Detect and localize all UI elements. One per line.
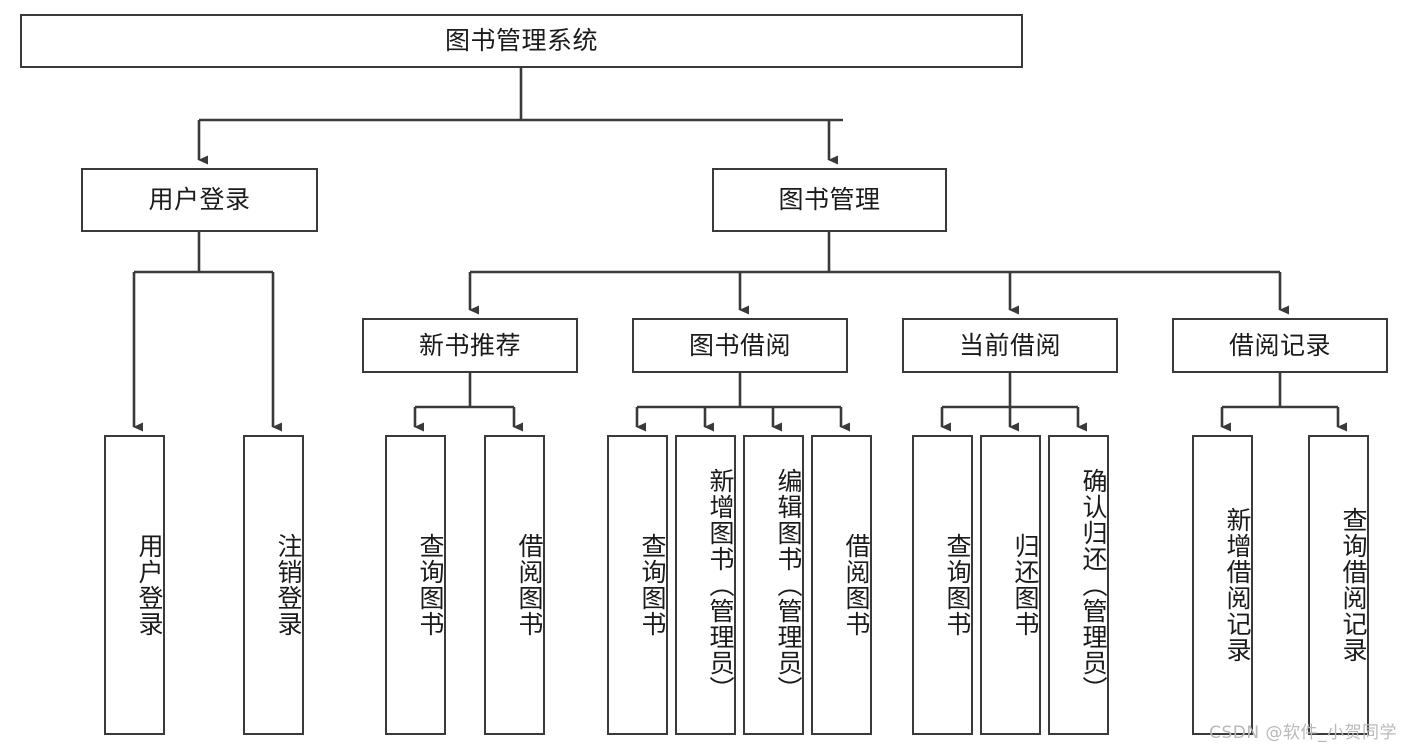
node-leaf-label: 用户登录	[135, 533, 164, 637]
node-user-login-label: 用户登录	[148, 185, 251, 215]
node-root-book-management-system[interactable]: 图书管理系统	[20, 14, 1023, 68]
node-leaf-label: 新增借阅记录	[1223, 507, 1252, 663]
node-leaf-borrow-add-book-admin[interactable]: 新增图书（管理员）	[675, 435, 736, 735]
node-book-borrow[interactable]: 图书借阅	[632, 318, 848, 373]
node-borrow-record-label: 借阅记录	[1228, 330, 1331, 360]
node-current-borrow[interactable]: 当前借阅	[902, 318, 1118, 373]
node-leaf-record-query-record[interactable]: 查询借阅记录	[1308, 435, 1369, 735]
node-leaf-label: 查询图书	[416, 533, 445, 637]
node-book-management[interactable]: 图书管理	[712, 168, 947, 232]
node-leaf-current-query-book[interactable]: 查询图书	[912, 435, 973, 735]
node-book-borrow-label: 图书借阅	[688, 330, 791, 360]
node-current-borrow-label: 当前借阅	[958, 330, 1061, 360]
node-leaf-label: 借阅图书	[515, 533, 544, 637]
node-leaf-borrow-edit-book-admin[interactable]: 编辑图书（管理员）	[743, 435, 804, 735]
node-new-book-recommend-label: 新书推荐	[418, 330, 521, 360]
node-leaf-current-confirm-return-admin[interactable]: 确认归还（管理员）	[1048, 435, 1109, 735]
node-user-login[interactable]: 用户登录	[81, 168, 318, 232]
node-leaf-label: 确认归还（管理员）	[1079, 468, 1108, 702]
node-leaf-new-book-query[interactable]: 查询图书	[385, 435, 446, 735]
node-leaf-record-add-record[interactable]: 新增借阅记录	[1192, 435, 1253, 735]
node-leaf-current-return-book[interactable]: 归还图书	[980, 435, 1041, 735]
node-borrow-record[interactable]: 借阅记录	[1172, 318, 1388, 373]
node-leaf-label: 注销登录	[274, 533, 303, 637]
node-leaf-label: 查询图书	[943, 533, 972, 637]
node-leaf-label: 借阅图书	[842, 533, 871, 637]
node-leaf-label: 归还图书	[1011, 533, 1040, 637]
node-leaf-user-login-logout[interactable]: 注销登录	[243, 435, 304, 735]
node-new-book-recommend[interactable]: 新书推荐	[362, 318, 578, 373]
node-root-label: 图书管理系统	[444, 26, 598, 56]
node-leaf-new-book-borrow[interactable]: 借阅图书	[484, 435, 545, 735]
node-leaf-user-login-login[interactable]: 用户登录	[104, 435, 165, 735]
node-leaf-label: 查询图书	[638, 533, 667, 637]
node-leaf-label: 新增图书（管理员）	[706, 468, 735, 702]
node-leaf-borrow-borrow-book[interactable]: 借阅图书	[811, 435, 872, 735]
node-leaf-label: 查询借阅记录	[1339, 507, 1368, 663]
node-leaf-label: 编辑图书（管理员）	[774, 468, 803, 702]
node-leaf-borrow-query-book[interactable]: 查询图书	[607, 435, 668, 735]
node-book-management-label: 图书管理	[778, 185, 881, 215]
